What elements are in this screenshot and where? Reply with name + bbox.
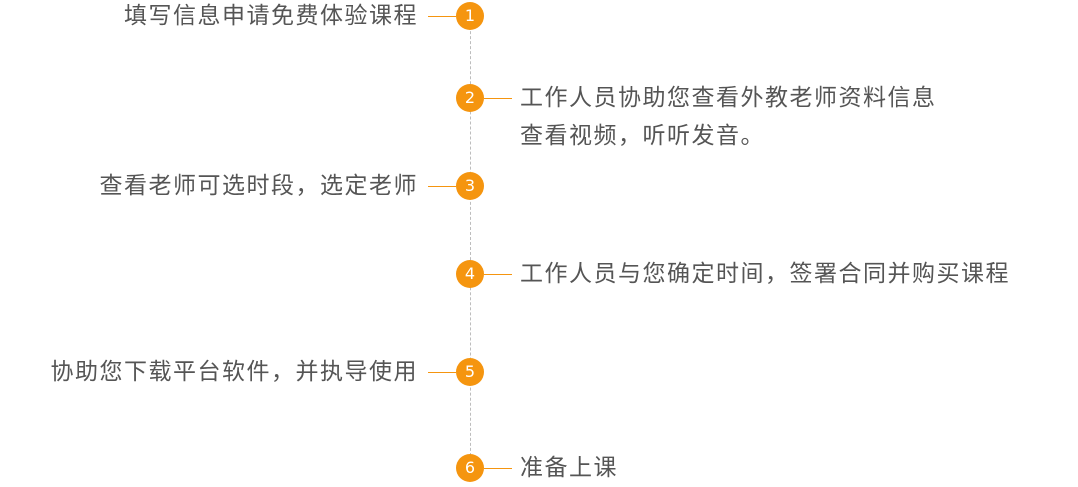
step-5-label: 协助您下载平台软件，并执导使用 (51, 353, 419, 391)
step-3-connector (428, 186, 456, 187)
step-1: 填写信息申请免费体验课程 1 (0, 1, 1078, 31)
step-5-number-badge: 5 (456, 358, 484, 386)
step-2-number-badge: 2 (456, 84, 484, 112)
step-3-number-badge: 3 (456, 172, 484, 200)
step-2-line-2: 查看视频，听听发音。 (520, 123, 765, 149)
step-3-line-1: 查看老师可选时段，选定老师 (99, 173, 418, 199)
step-4-connector (484, 274, 512, 275)
step-1-connector (428, 16, 456, 17)
step-2: 工作人员协助您查看外教老师资料信息 查看视频，听听发音。 2 (0, 83, 1078, 149)
step-3-label: 查看老师可选时段，选定老师 (100, 167, 419, 205)
step-6: 准备上课 6 (0, 453, 1078, 483)
step-2-label: 工作人员协助您查看外教老师资料信息 查看视频，听听发音。 (520, 79, 937, 155)
step-6-line-1: 准备上课 (520, 455, 618, 481)
step-2-connector (484, 98, 512, 99)
step-1-line-1: 填写信息申请免费体验课程 (124, 3, 418, 29)
step-4: 工作人员与您确定时间，签署合同并购买课程 4 (0, 259, 1078, 289)
step-5: 协助您下载平台软件，并执导使用 5 (0, 357, 1078, 387)
step-6-number-badge: 6 (456, 454, 484, 482)
step-5-connector (428, 372, 456, 373)
timeline-axis (470, 16, 471, 466)
step-6-label: 准备上课 (520, 449, 618, 487)
step-4-number-badge: 4 (456, 260, 484, 288)
step-6-connector (484, 468, 512, 469)
step-3: 查看老师可选时段，选定老师 3 (0, 171, 1078, 201)
step-1-number-badge: 1 (456, 2, 484, 30)
step-2-line-1: 工作人员协助您查看外教老师资料信息 (520, 85, 937, 111)
step-4-line-1: 工作人员与您确定时间，签署合同并购买课程 (520, 261, 1010, 287)
step-1-label: 填写信息申请免费体验课程 (124, 0, 418, 35)
step-5-line-1: 协助您下载平台软件，并执导使用 (50, 359, 418, 385)
step-4-label: 工作人员与您确定时间，签署合同并购买课程 (520, 255, 1010, 293)
